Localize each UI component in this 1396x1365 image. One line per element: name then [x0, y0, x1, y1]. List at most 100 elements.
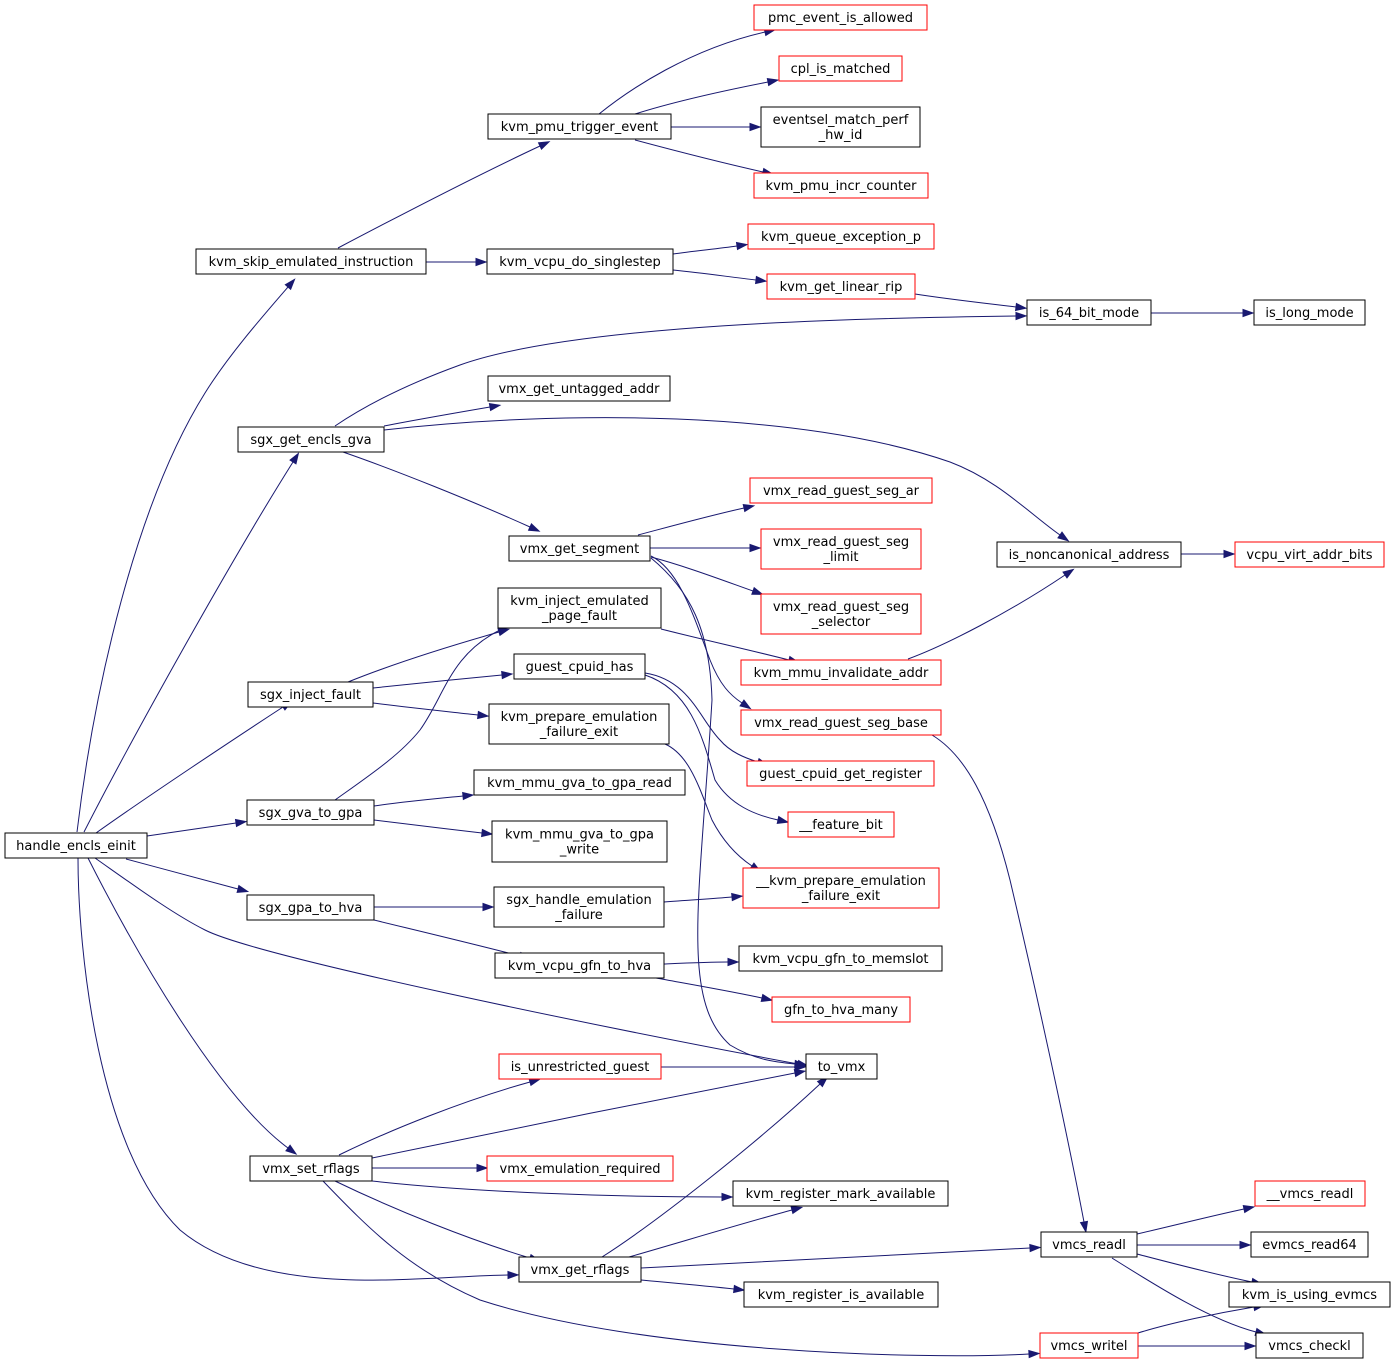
node-box[interactable] [508, 535, 651, 562]
node-kvm_register_is_available[interactable]: kvm_register_is_available [743, 1281, 939, 1308]
node-box[interactable] [518, 1256, 642, 1283]
node-box[interactable] [747, 223, 935, 250]
node-box[interactable] [1234, 541, 1385, 568]
node-kvm_prepare_emulation_failure_exit[interactable]: kvm_prepare_emulation_failure_exit [488, 703, 670, 745]
node-box[interactable] [738, 945, 943, 972]
node-evmcs_read64[interactable]: evmcs_read64 [1250, 1231, 1369, 1258]
node-box[interactable] [1040, 1231, 1138, 1258]
node-vmx_get_untagged_addr[interactable]: vmx_get_untagged_addr [487, 375, 671, 402]
node-box[interactable] [1026, 299, 1152, 326]
node-kvm_skip_emulated_instruction[interactable]: kvm_skip_emulated_instruction [195, 248, 427, 275]
node-kvm_vcpu_gfn_to_hva[interactable]: kvm_vcpu_gfn_to_hva [494, 952, 665, 979]
node-box[interactable] [753, 172, 929, 199]
node-gfn_to_hva_many[interactable]: gfn_to_hva_many [771, 996, 911, 1023]
node-pmc_event_is_allowed[interactable]: pmc_event_is_allowed [753, 4, 928, 31]
node-box[interactable] [1228, 1281, 1391, 1308]
node-box[interactable] [491, 820, 668, 863]
node-box[interactable] [486, 248, 674, 275]
node-kvm_pmu_trigger_event[interactable]: kvm_pmu_trigger_event [487, 113, 672, 140]
node-box[interactable] [1250, 1231, 1369, 1258]
node-box[interactable] [4, 832, 148, 859]
node-box[interactable] [486, 1155, 674, 1182]
node-box[interactable] [743, 1281, 939, 1308]
node-to_vmx[interactable]: to_vmx [805, 1053, 878, 1080]
node-box[interactable] [246, 799, 375, 826]
node-kvm_register_mark_available[interactable]: kvm_register_mark_available [732, 1180, 949, 1207]
node-box[interactable] [1255, 1332, 1364, 1359]
node-box[interactable] [771, 996, 911, 1023]
node-sgx_gpa_to_hva[interactable]: sgx_gpa_to_hva [246, 894, 375, 921]
node-kvm_is_using_evmcs[interactable]: kvm_is_using_evmcs [1228, 1281, 1391, 1308]
node-vmcs_readl[interactable]: vmcs_readl [1040, 1231, 1138, 1258]
node-box[interactable] [766, 273, 916, 300]
node-vcpu_virt_addr_bits[interactable]: vcpu_virt_addr_bits [1234, 541, 1385, 568]
node-box[interactable] [787, 811, 895, 838]
node-box[interactable] [1254, 1180, 1366, 1207]
node-vmx_get_segment[interactable]: vmx_get_segment [508, 535, 651, 562]
node-vmx_read_guest_seg_limit[interactable]: vmx_read_guest_seg_limit [760, 528, 922, 570]
node-box[interactable] [246, 894, 375, 921]
node-vmx_read_guest_seg_base[interactable]: vmx_read_guest_seg_base [740, 709, 942, 736]
node-kvm_inject_emulated_page_fault[interactable]: kvm_inject_emulated_page_fault [497, 587, 662, 629]
node-box[interactable] [760, 593, 922, 635]
node-box[interactable] [249, 1155, 373, 1182]
node-box[interactable] [746, 760, 935, 787]
node-kvm_queue_exception_p[interactable]: kvm_queue_exception_p [747, 223, 935, 250]
node-box[interactable] [498, 1053, 662, 1080]
node-box[interactable] [494, 952, 665, 979]
node-vmcs_writel[interactable]: vmcs_writel [1039, 1332, 1139, 1359]
node-sgx_inject_fault[interactable]: sgx_inject_fault [247, 681, 374, 708]
node-box[interactable] [740, 659, 942, 686]
node-kvm_pmu_incr_counter[interactable]: kvm_pmu_incr_counter [753, 172, 929, 199]
node-sgx_get_encls_gva[interactable]: sgx_get_encls_gva [237, 426, 385, 453]
node-kvm_mmu_gva_to_gpa_write[interactable]: kvm_mmu_gva_to_gpa_write [491, 820, 668, 863]
node-eventsel_match_perf_hw_id[interactable]: eventsel_match_perf_hw_id [760, 106, 921, 148]
node-box[interactable] [778, 55, 903, 82]
node-is_unrestricted_guest[interactable]: is_unrestricted_guest [498, 1053, 662, 1080]
node-is_long_mode[interactable]: is_long_mode [1253, 299, 1366, 326]
node-box[interactable] [247, 681, 374, 708]
node-is_64_bit_mode[interactable]: is_64_bit_mode [1026, 299, 1152, 326]
node-guest_cpuid_has[interactable]: guest_cpuid_has [513, 653, 646, 680]
node-box[interactable] [488, 703, 670, 745]
node-vmx_get_rflags[interactable]: vmx_get_rflags [518, 1256, 642, 1283]
node-box[interactable] [195, 248, 427, 275]
node-box[interactable] [497, 587, 662, 629]
node-box[interactable] [760, 528, 922, 570]
node-box[interactable] [513, 653, 646, 680]
node-box[interactable] [732, 1180, 949, 1207]
node-box[interactable] [237, 426, 385, 453]
node-box[interactable] [805, 1053, 878, 1080]
node-is_noncanonical_address[interactable]: is_noncanonical_address [996, 541, 1182, 568]
node-__feature_bit[interactable]: __feature_bit [787, 811, 895, 838]
node-box[interactable] [473, 769, 686, 796]
node-box[interactable] [487, 375, 671, 402]
node-vmx_set_rflags[interactable]: vmx_set_rflags [249, 1155, 373, 1182]
node-vmx_read_guest_seg_selector[interactable]: vmx_read_guest_seg_selector [760, 593, 922, 635]
node-kvm_get_linear_rip[interactable]: kvm_get_linear_rip [766, 273, 916, 300]
node-box[interactable] [742, 867, 940, 909]
node-box[interactable] [749, 477, 933, 504]
node-box[interactable] [487, 113, 672, 140]
node-handle_encls_einit[interactable]: handle_encls_einit [4, 832, 148, 859]
node-box[interactable] [1039, 1332, 1139, 1359]
node-vmx_read_guest_seg_ar[interactable]: vmx_read_guest_seg_ar [749, 477, 933, 504]
node-box[interactable] [996, 541, 1182, 568]
node-kvm_mmu_gva_to_gpa_read[interactable]: kvm_mmu_gva_to_gpa_read [473, 769, 686, 796]
node-box[interactable] [740, 709, 942, 736]
node-box[interactable] [760, 106, 921, 148]
node-kvm_mmu_invalidate_addr[interactable]: kvm_mmu_invalidate_addr [740, 659, 942, 686]
node-kvm_vcpu_do_singlestep[interactable]: kvm_vcpu_do_singlestep [486, 248, 674, 275]
node-guest_cpuid_get_register[interactable]: guest_cpuid_get_register [746, 760, 935, 787]
node-vmcs_checkl[interactable]: vmcs_checkl [1255, 1332, 1364, 1359]
node-sgx_handle_emulation_failure[interactable]: sgx_handle_emulation_failure [493, 886, 665, 928]
node-box[interactable] [753, 4, 928, 31]
node-box[interactable] [493, 886, 665, 928]
node-sgx_gva_to_gpa[interactable]: sgx_gva_to_gpa [246, 799, 375, 826]
node-vmx_emulation_required[interactable]: vmx_emulation_required [486, 1155, 674, 1182]
node-box[interactable] [1253, 299, 1366, 326]
node-__kvm_prepare_emulation_failure_exit[interactable]: __kvm_prepare_emulation_failure_exit [742, 867, 940, 909]
node-kvm_vcpu_gfn_to_memslot[interactable]: kvm_vcpu_gfn_to_memslot [738, 945, 943, 972]
node-__vmcs_readl[interactable]: __vmcs_readl [1254, 1180, 1366, 1207]
node-cpl_is_matched[interactable]: cpl_is_matched [778, 55, 903, 82]
